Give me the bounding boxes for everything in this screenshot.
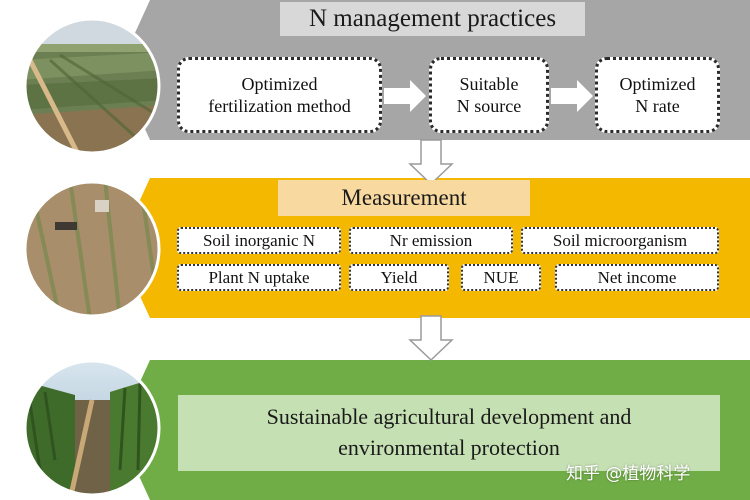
measure-yield: Yield: [349, 264, 449, 291]
right-arrow-1: [384, 80, 426, 112]
measure-net-income: Net income: [555, 264, 719, 291]
practice-line: fertilization method: [208, 96, 351, 116]
field-photo-2: [25, 182, 159, 316]
measure-nue: NUE: [461, 264, 541, 291]
down-arrow-1: [408, 139, 454, 186]
outcome-line: Sustainable agricultural development and: [266, 404, 632, 430]
practice-line: Optimized: [241, 73, 318, 94]
down-arrow-2: [408, 315, 454, 362]
outcome-box: Sustainable agricultural development and…: [178, 395, 720, 471]
measure-nr-emission: Nr emission: [349, 227, 513, 254]
practices-title: N management practices: [280, 2, 585, 36]
practice-line: Suitable: [459, 73, 519, 94]
watermark: 知乎 @植物科学: [566, 464, 691, 484]
measure-soil-microorganism: Soil microorganism: [521, 227, 719, 254]
practice-line: Optimized: [619, 73, 696, 94]
outcome-line: environmental protection: [338, 435, 560, 460]
measure-plant-n-uptake: Plant N uptake: [177, 264, 341, 291]
measure-soil-inorganic-n: Soil inorganic N: [177, 227, 341, 254]
right-arrow-2: [551, 80, 593, 112]
measurement-title: Measurement: [278, 180, 530, 216]
practice-n-source: Suitable N source: [429, 57, 549, 133]
practice-line: N source: [456, 96, 522, 116]
practice-n-rate: Optimized N rate: [595, 57, 720, 133]
practice-line: N rate: [635, 96, 680, 116]
practice-fertilization-method: Optimized fertilization method: [177, 57, 382, 133]
